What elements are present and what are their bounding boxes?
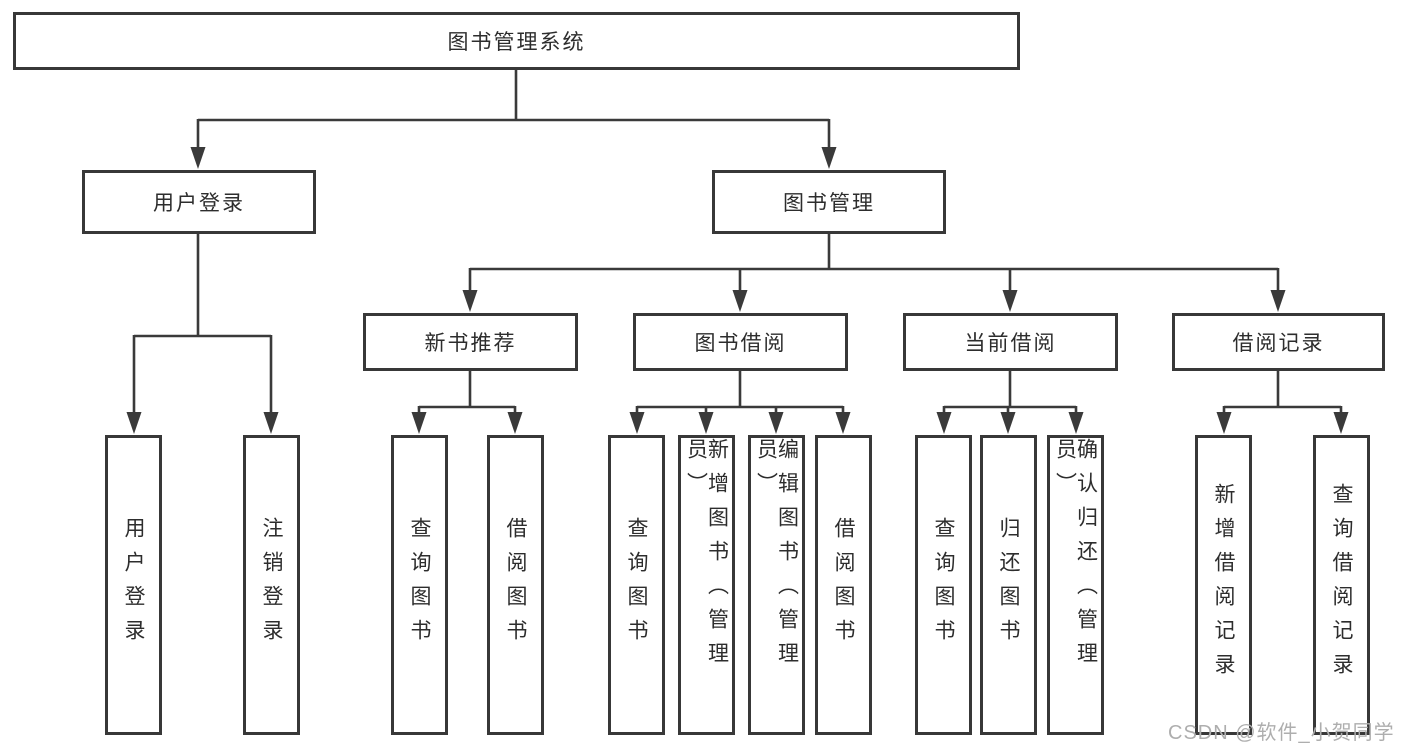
- leaf-query-books-recommend: 查询图书: [391, 435, 448, 735]
- leaf-confirm-return-admin: 确认归还（管理员）: [1047, 435, 1104, 735]
- node-label: 借阅图书: [504, 517, 527, 653]
- node-label: 查询图书: [625, 517, 648, 653]
- node-label: 查询图书: [408, 517, 431, 653]
- leaf-borrow-books: 借阅图书: [815, 435, 872, 735]
- leaf-return-book: 归还图书: [980, 435, 1037, 735]
- node-label: 注销登录: [260, 517, 283, 653]
- leaf-query-books-current: 查询图书: [915, 435, 972, 735]
- csdn-watermark: CSDN @软件_小贺同学: [1168, 722, 1395, 744]
- node-current-borrow: 当前借阅: [903, 313, 1118, 371]
- node-label: 借阅图书: [832, 517, 855, 653]
- leaf-add-book-admin: 新增图书（管理员）: [678, 435, 735, 735]
- node-label: 编辑图书（管理员）: [754, 438, 799, 676]
- leaf-query-books-borrow: 查询图书: [608, 435, 665, 735]
- node-library-management-system: 图书管理系统: [13, 12, 1020, 70]
- node-label: 确认归还（管理员）: [1053, 438, 1098, 676]
- leaf-query-borrow-record: 查询借阅记录: [1313, 435, 1370, 735]
- node-label: 图书管理: [783, 192, 875, 215]
- leaf-logout: 注销登录: [243, 435, 300, 735]
- node-label: 新增借阅记录: [1212, 483, 1235, 687]
- node-user-login-branch: 用户登录: [82, 170, 316, 234]
- node-label: 当前借阅: [964, 332, 1057, 355]
- node-label: 归还图书: [997, 517, 1020, 653]
- node-label: 图书借阅: [694, 332, 787, 355]
- node-book-borrow: 图书借阅: [633, 313, 848, 371]
- node-new-book-recommend: 新书推荐: [363, 313, 578, 371]
- node-label: 查询图书: [932, 517, 955, 653]
- node-label: 新书推荐: [424, 332, 517, 355]
- node-book-management-branch: 图书管理: [712, 170, 946, 234]
- node-label: 图书管理系统: [447, 31, 586, 54]
- leaf-edit-book-admin: 编辑图书（管理员）: [748, 435, 805, 735]
- node-label: 用户登录: [122, 517, 145, 653]
- node-label: 查询借阅记录: [1330, 483, 1353, 687]
- leaf-add-borrow-record: 新增借阅记录: [1195, 435, 1252, 735]
- leaf-user-login: 用户登录: [105, 435, 162, 735]
- leaf-borrow-books-recommend: 借阅图书: [487, 435, 544, 735]
- node-label: 用户登录: [153, 192, 245, 215]
- node-label: 借阅记录: [1232, 332, 1325, 355]
- node-borrow-records: 借阅记录: [1172, 313, 1385, 371]
- node-label: 新增图书（管理员）: [684, 438, 729, 676]
